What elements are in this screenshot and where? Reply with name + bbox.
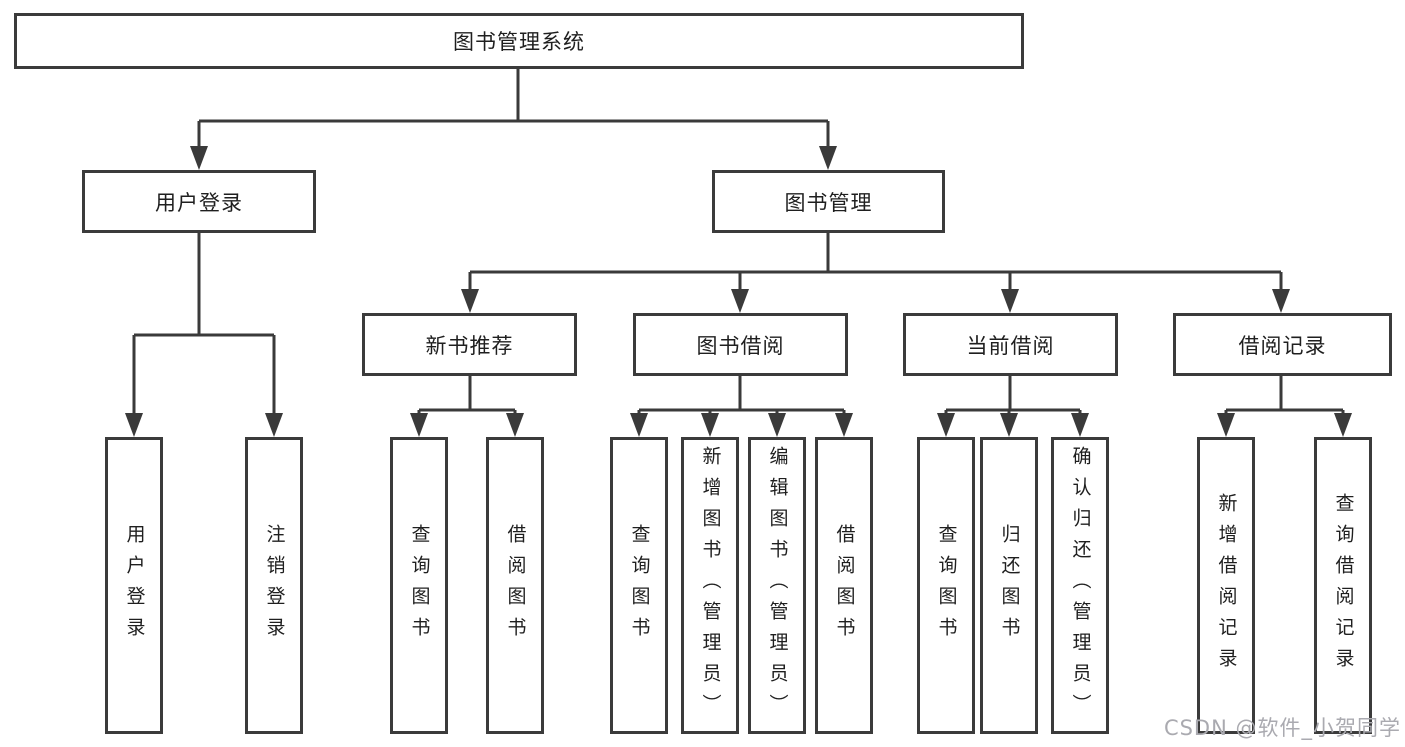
node-label: 图书管理系统 [453,30,585,54]
leaf-borrow-books-recommend: 借阅图书 [486,437,544,734]
leaf-user-login: 用户登录 [105,437,163,734]
leaf-query-books-borrow: 查询图书 [610,437,668,734]
arrowhead-icon [461,289,479,313]
node-label: 用户登录 [155,190,243,215]
arrowhead-icon [819,146,837,170]
arrowhead-icon [1272,289,1290,313]
leaf-borrow-books: 借阅图书 [815,437,873,734]
leaf-label: 编辑图书（管理员） [766,446,789,725]
arrowhead-icon [506,413,524,437]
node-label: 当前借阅 [966,333,1055,358]
leaf-label: 注销登录 [263,523,286,648]
arrowhead-icon [1071,413,1089,437]
node-label: 新书推荐 [425,333,514,358]
node-library-management-system: 图书管理系统 [14,13,1024,69]
node-borrowing-records: 借阅记录 [1173,313,1392,376]
node-new-book-recommendation: 新书推荐 [362,313,577,376]
leaf-logout: 注销登录 [245,437,303,734]
arrowhead-icon [937,413,955,437]
node-user-login: 用户登录 [82,170,316,233]
leaf-add-borrow-record: 新增借阅记录 [1197,437,1255,734]
leaf-query-books-current: 查询图书 [917,437,975,734]
arrowhead-icon [731,289,749,313]
arrowhead-icon [768,413,786,437]
node-current-borrowing: 当前借阅 [903,313,1118,376]
leaf-label: 新增借阅记录 [1215,492,1238,679]
leaf-confirm-return-admin: 确认归还（管理员） [1051,437,1109,734]
arrowhead-icon [1334,413,1352,437]
arrowhead-icon [265,413,283,437]
leaf-query-books-recommend: 查询图书 [390,437,448,734]
leaf-label: 查询图书 [628,523,651,648]
arrowhead-icon [835,413,853,437]
leaf-edit-books-admin: 编辑图书（管理员） [748,437,806,734]
leaf-label: 归还图书 [998,523,1021,648]
leaf-label: 查询图书 [408,523,431,648]
arrowhead-icon [125,413,143,437]
node-label: 借阅记录 [1238,333,1327,358]
node-label: 图书借阅 [696,333,785,358]
leaf-query-borrow-record: 查询借阅记录 [1314,437,1372,734]
leaf-label: 借阅图书 [833,523,856,648]
leaf-add-books-admin: 新增图书（管理员） [681,437,739,734]
leaf-label: 新增图书（管理员） [699,446,722,725]
arrowhead-icon [1001,289,1019,313]
arrowhead-icon [1217,413,1235,437]
node-label: 图书管理 [784,190,873,215]
arrowhead-icon [1000,413,1018,437]
leaf-label: 查询借阅记录 [1332,492,1355,679]
arrowhead-icon [190,146,208,170]
leaf-label: 用户登录 [123,523,146,648]
arrowhead-icon [701,413,719,437]
node-book-management: 图书管理 [712,170,945,233]
arrowhead-icon [630,413,648,437]
leaf-label: 查询图书 [935,523,958,648]
arrowhead-icon [410,413,428,437]
leaf-return-books: 归还图书 [980,437,1038,734]
node-book-borrowing: 图书借阅 [633,313,848,376]
leaf-label: 确认归还（管理员） [1069,446,1092,725]
leaf-label: 借阅图书 [504,523,527,648]
